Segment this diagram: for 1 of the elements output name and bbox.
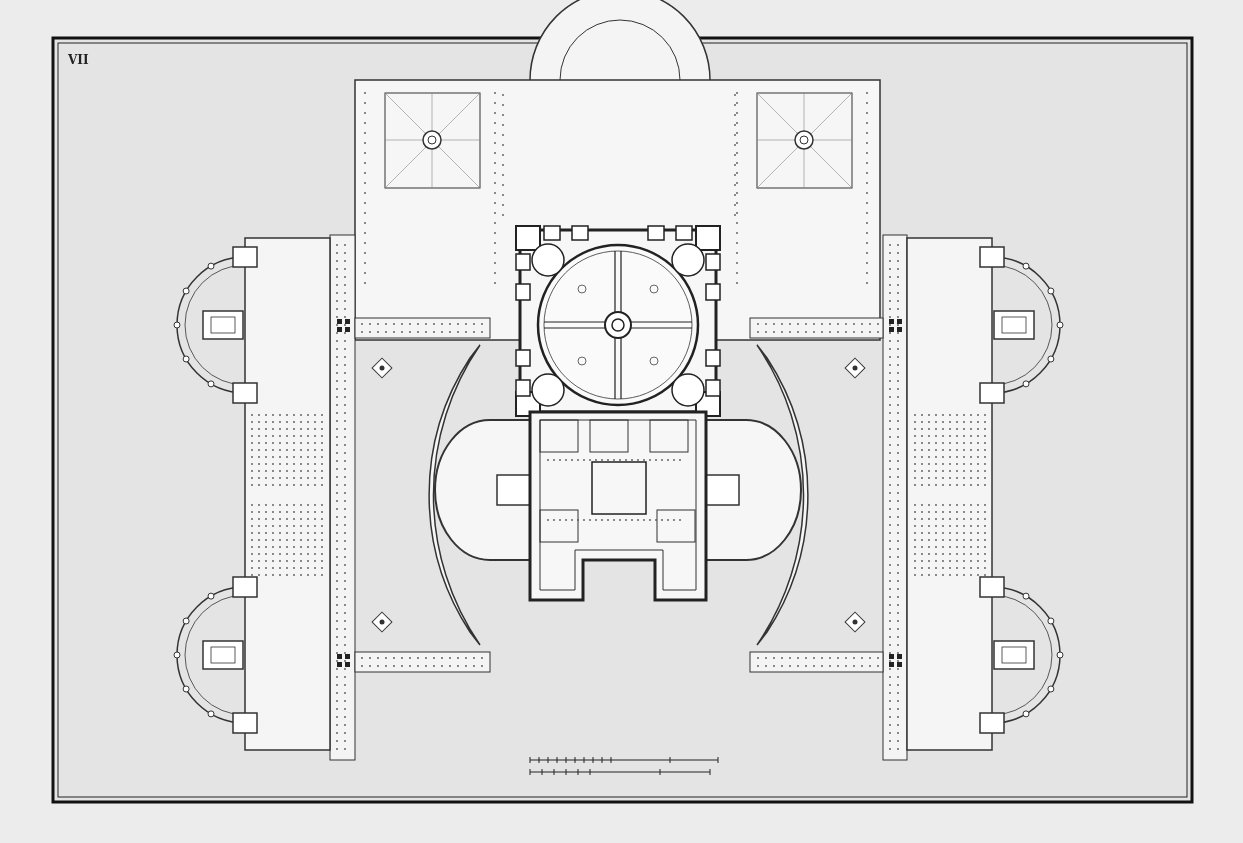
plate-number: VII xyxy=(68,54,89,66)
